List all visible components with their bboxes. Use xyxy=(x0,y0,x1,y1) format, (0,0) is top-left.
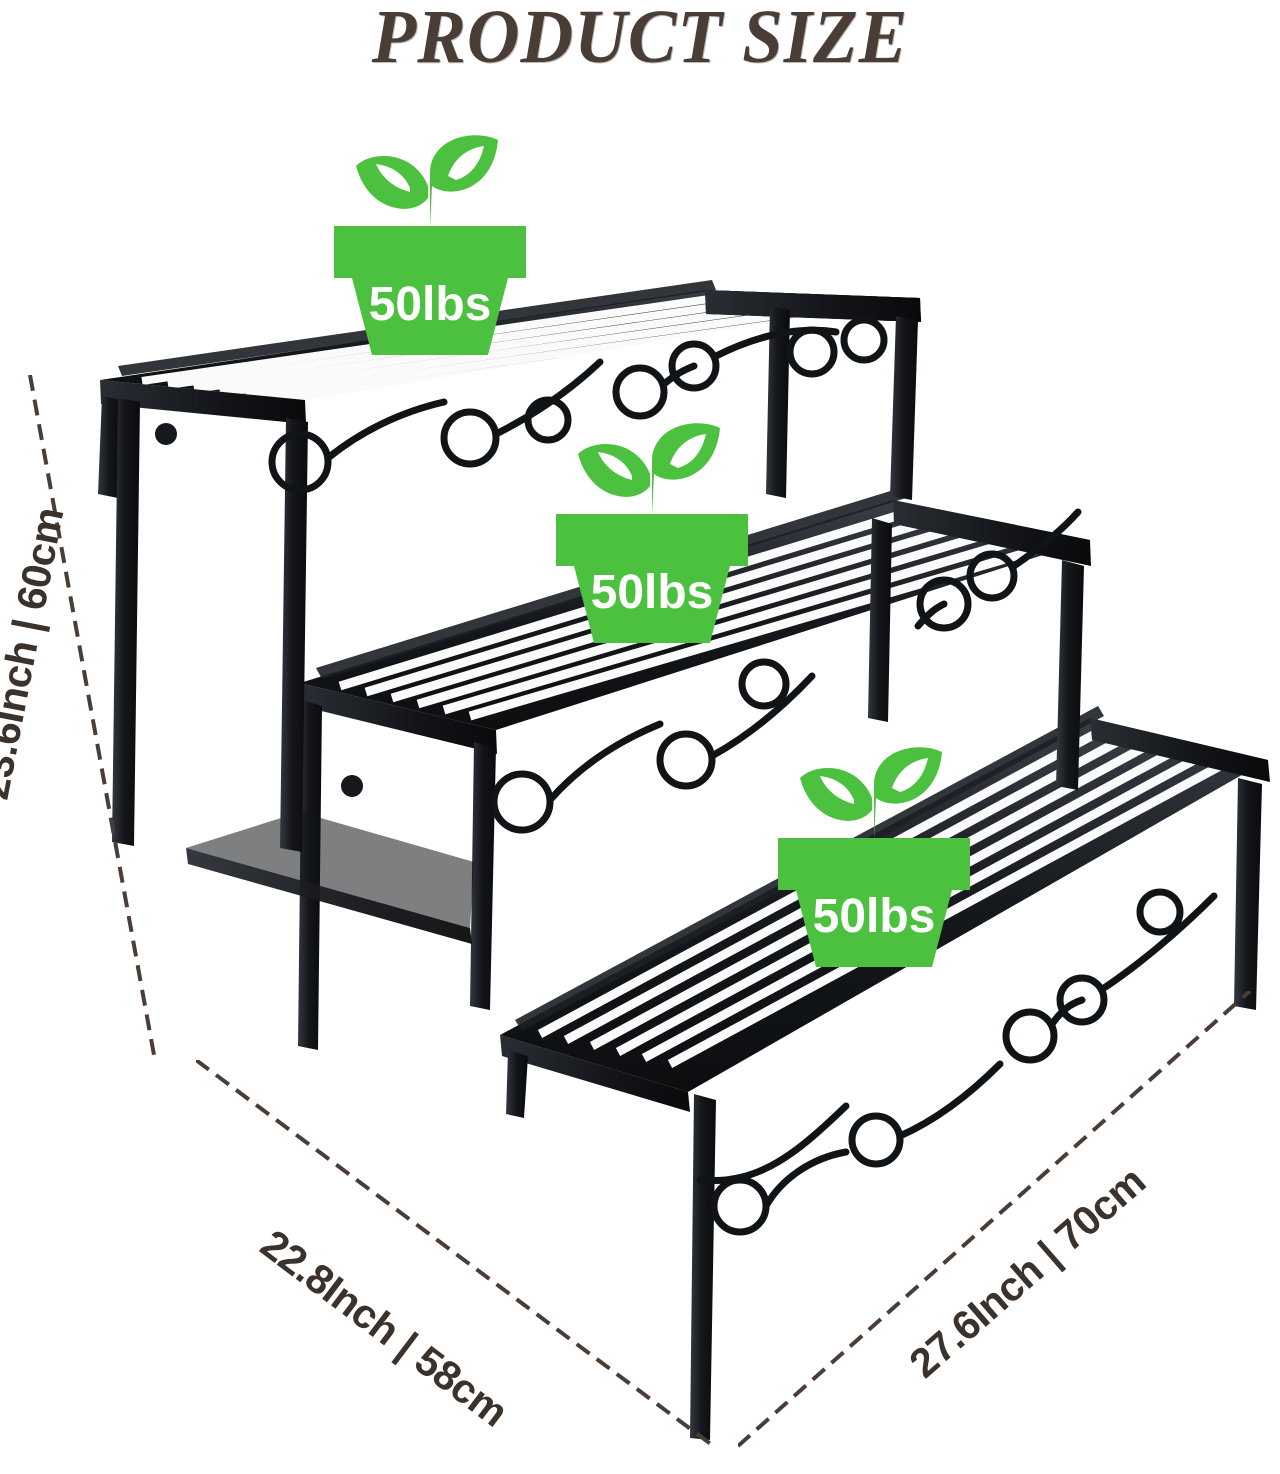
height-dimension-line xyxy=(28,375,160,1065)
middle-tier-capacity-text: 50lbs xyxy=(591,566,714,619)
width-dimension-line xyxy=(738,991,1268,1474)
plant-pot-icon xyxy=(556,423,748,643)
top-tier-capacity-badge: 50lbs xyxy=(318,110,542,355)
page-title: PRODUCT SIZE xyxy=(371,0,909,79)
plant-pot-icon xyxy=(778,747,970,967)
bottom-tier-capacity-badge: 50lbs xyxy=(762,722,986,967)
top-tier-capacity-text: 50lbs xyxy=(369,278,492,331)
plant-pot-icon xyxy=(334,135,526,355)
middle-tier-capacity-badge: 50lbs xyxy=(540,398,764,643)
depth-dimension-line xyxy=(196,1060,736,1460)
bottom-tier-capacity-text: 50lbs xyxy=(813,890,936,943)
